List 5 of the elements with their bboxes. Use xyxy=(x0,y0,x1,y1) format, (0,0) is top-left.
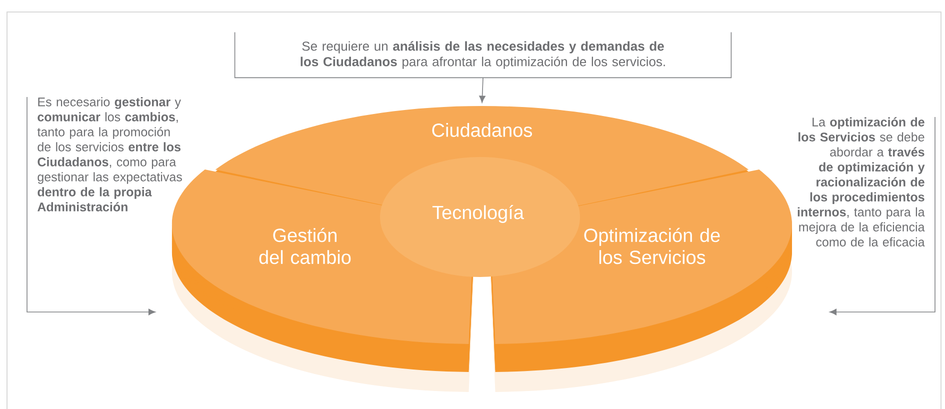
callout-text: La optimización de los Servicios se debe abordar a través de optimización y racionalización de los procedimientos internos, tanto para la mejora de la eficiencia como de la eficacia xyxy=(798,117,925,246)
leader-arrow xyxy=(26,96,156,316)
leader-arrow xyxy=(479,77,486,103)
leader-arrow xyxy=(830,116,936,316)
callout-text: Se requiere un análisis de las necesidades y demandas de los Ciudadanos para afrontar la optimización de los servicios. xyxy=(234,32,732,78)
